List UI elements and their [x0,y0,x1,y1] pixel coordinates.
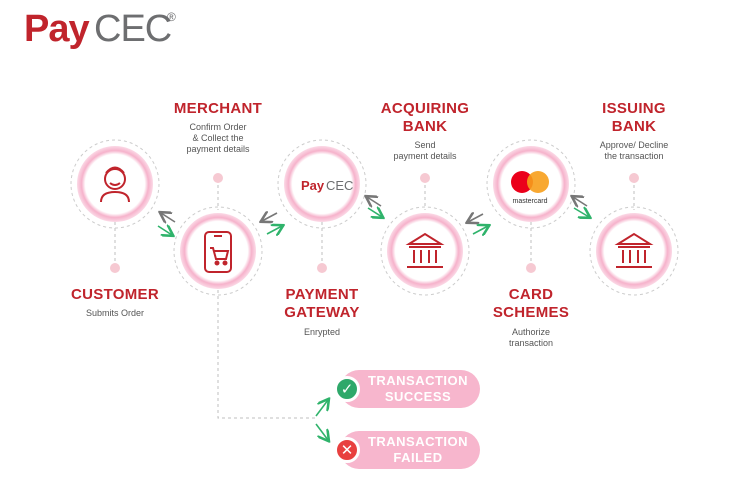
acquiring-desc-line: payment details [393,151,457,161]
merchant-desc-line: Confirm Order [189,122,247,132]
gateway-title: PAYMENT GATEWAY [262,286,382,322]
node-circles [70,139,679,296]
acquiring-title-line: BANK [402,118,448,135]
customer-desc: Submits Order [85,308,145,318]
cross-icon: ✕ [334,437,360,463]
issuing-title-line: ISSUING [602,100,666,117]
issuing-desc: Approve/ Decline the transaction [574,140,694,162]
acquiring-desc-line: Send [414,140,436,150]
success-label-line: SUCCESS [384,389,452,404]
schemes-title-line: CARD [508,286,554,303]
schemes-desc-line: transaction [508,338,554,348]
transaction-success-pill: TRANSACTION SUCCESS [340,370,480,408]
failed-label-line: FAILED [393,450,443,465]
gateway-logo-cec: CEC [326,178,353,193]
schemes-title-line: SCHEMES [492,304,570,321]
gateway-title-line: GATEWAY [284,304,360,321]
merchant-title: MERCHANT [173,100,263,117]
acquiring-desc: Send payment details [365,140,485,162]
paycec-logo: Pay CEC ® [24,8,184,56]
gateway-desc: Enrypted [303,327,341,337]
gateway-title-line: PAYMENT [285,286,359,303]
acquiring-title-line: ACQUIRING [380,100,470,117]
person-icon [100,166,130,203]
customer-title: CUSTOMER [71,286,159,303]
bank-icon [405,232,445,268]
issuing-desc-line: Approve/ Decline [599,140,669,150]
logo-registered-mark: ® [167,10,176,24]
merchant-desc: Confirm Order & Collect the payment deta… [158,122,278,155]
logo-cec-text: CEC [94,8,172,50]
success-label-line: TRANSACTION [367,373,469,388]
connector-dots [110,173,639,273]
merchant-desc-line: payment details [186,144,250,154]
transaction-failed-pill: TRANSACTION FAILED [340,431,480,469]
issuing-title: ISSUING BANK [574,100,694,136]
schemes-desc: Authorize transaction [471,327,591,349]
merchant-desc-line: & Collect the [192,133,244,143]
issuing-title-line: BANK [611,118,657,135]
flow-arrows [158,197,589,440]
bank-icon [614,232,654,268]
schemes-desc-line: Authorize [511,327,551,337]
mobile-cart-icon [204,231,232,273]
paycec-logo-icon: Pay CEC [301,178,353,193]
logo-pay-text: Pay [24,8,90,50]
mastercard-label: mastercard [512,198,547,205]
issuing-desc-line: the transaction [604,151,664,161]
check-icon: ✓ [334,376,360,402]
mastercard-icon: mastercard [511,171,549,205]
failed-label-line: TRANSACTION [367,434,469,449]
gateway-logo-pay: Pay [301,178,325,193]
acquiring-title: ACQUIRING BANK [365,100,485,136]
dashed-connectors [114,185,635,419]
schemes-title: CARD SCHEMES [471,286,591,322]
